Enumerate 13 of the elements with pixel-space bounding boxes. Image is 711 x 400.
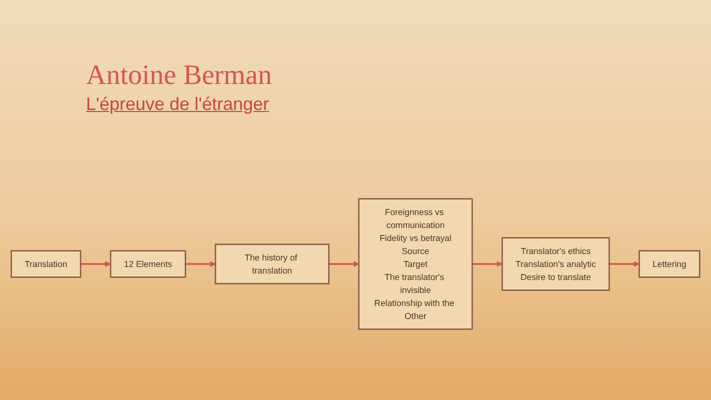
arrow — [185, 261, 216, 267]
topic-box: The history of translation — [214, 244, 330, 284]
arrow — [328, 261, 360, 267]
subtitle: L'épreuve de l'étranger — [86, 94, 269, 116]
topic-box: Lettering — [638, 250, 700, 278]
topic-box: 12 Elements — [110, 250, 186, 278]
arrow — [472, 261, 502, 267]
topic-box: Foreignness vs communication Fidelity vs betrayal Source Target The translator's invisible Relationship with the Other — [358, 198, 473, 330]
arrow — [609, 261, 640, 267]
topic-box: Translation — [10, 250, 82, 278]
topic-box: Translator's ethics Translation's analytic Desire to translate — [502, 237, 610, 291]
title: Antoine Berman — [86, 60, 272, 92]
arrow — [80, 261, 111, 267]
